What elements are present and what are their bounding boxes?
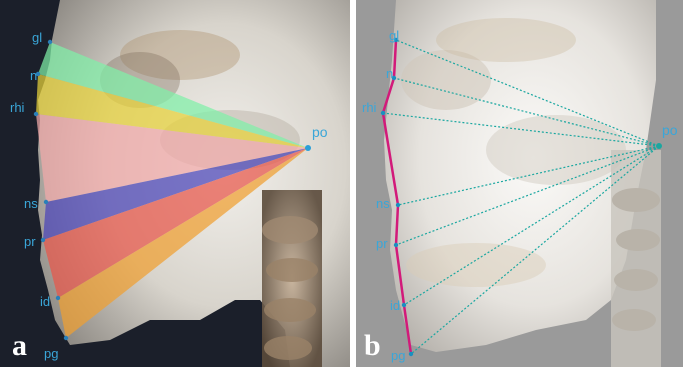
landmark-dot-rhi [34,112,38,116]
label-gl: gl [32,30,42,45]
panel-letter-b: b [364,329,381,362]
label-b-pg: pg [391,348,405,363]
landmark-b-dot-id [402,303,406,307]
label-pr: pr [24,234,36,249]
label-b-gl: gl [389,28,399,43]
landmark-b-dot-pg [409,352,413,356]
label-b-n: n [386,66,393,81]
label-ns: ns [24,196,38,211]
label-b-po: po [662,122,678,138]
landmark-b-dot-ns [396,203,400,207]
label-b-rhi: rhi [362,100,377,115]
landmark-b-dot-po [656,143,662,149]
landmark-dot-pg [64,336,68,340]
panel-b-image: gl n rhi ns pr id pg po b [356,0,683,367]
label-id: id [40,294,50,309]
landmark-dot-gl [48,40,52,44]
panel-b: gl n rhi ns pr id pg po b [356,0,683,367]
label-b-ns: ns [376,196,390,211]
landmark-dot-po [305,145,311,151]
landmark-dot-pr [41,238,45,242]
label-n: n [30,68,37,83]
panel-a: gl n rhi ns pr id pg po a [0,0,350,367]
label-b-pr: pr [376,236,388,251]
label-pg: pg [44,346,58,361]
cervical-spine-b [611,150,661,367]
label-b-id: id [390,298,400,313]
label-rhi: rhi [10,100,25,115]
panel-letter-a: a [12,329,27,362]
panel-a-image: gl n rhi ns pr id pg po a [0,0,350,367]
landmark-b-dot-pr [394,243,398,247]
landmark-dot-id [56,296,60,300]
landmark-b-dot-rhi [381,111,385,115]
label-po: po [312,124,328,140]
landmark-dot-ns [44,200,48,204]
